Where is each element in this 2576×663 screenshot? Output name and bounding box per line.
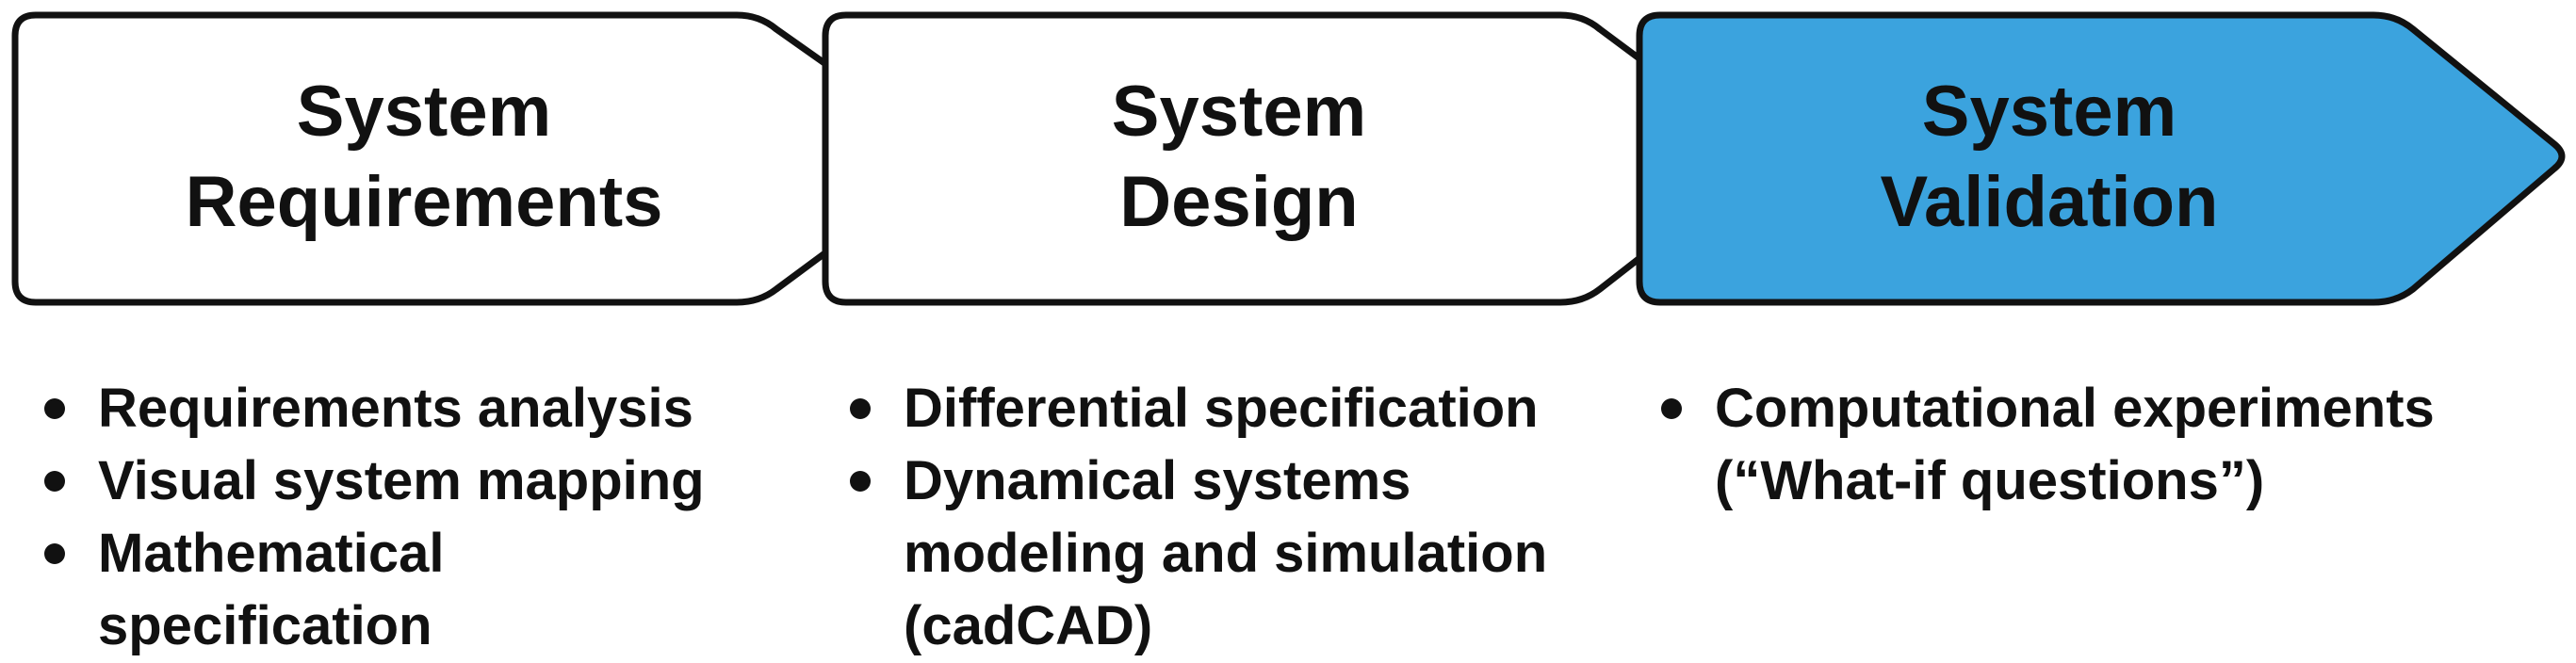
stage-3-title: System Validation [1880,72,2219,242]
bullet-dot-icon [36,445,73,517]
bullet-dot-icon [36,372,73,445]
bullet-dot-icon [841,445,879,517]
bullet-dot-icon [1653,372,1690,445]
stage-1-title: System Requirements [185,72,663,242]
bullet-item: Requirements analysis [36,372,705,445]
bullet-dot-icon [36,517,73,590]
stage-1-chevron [11,11,951,306]
stage-2-title: System Design [1111,72,1367,242]
bullet-dot-icon [841,372,879,445]
stage-3-bullet-list: Computational experiments (“What-if ques… [1653,372,2435,517]
bullet-item: Mathematical specification [36,517,705,662]
stage-2-chevron [822,11,1766,306]
stage-3-chevron [1636,11,2566,306]
bullet-item: Differential specification [841,372,1547,445]
stage-1-bullet-list: Requirements analysis Visual system mapp… [36,372,705,662]
stage-2-bullet-list: Differential specification Dynamical sys… [841,372,1547,662]
bullet-item: Dynamical systems modeling and simulatio… [841,445,1547,662]
bullet-item: Visual system mapping [36,445,705,517]
bullet-item: Computational experiments (“What-if ques… [1653,372,2435,517]
